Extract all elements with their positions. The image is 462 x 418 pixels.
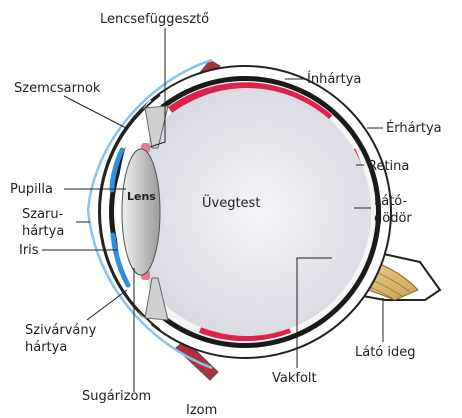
label-erhartya: Érhártya xyxy=(386,120,442,136)
label-sugarizom: Sugárizom xyxy=(82,389,151,404)
label-retina: Retina xyxy=(368,159,409,174)
label-izom: Izom xyxy=(186,403,217,418)
leader-szivarvany xyxy=(87,290,127,320)
label-inhartya: Ínhártya xyxy=(307,71,361,87)
label-uvegtest: Üvegtest xyxy=(202,194,260,211)
label-lencsefuggeszto: Lencsefüggesztő xyxy=(100,12,209,27)
label-szivarvany-1: Szivárvány xyxy=(25,323,97,338)
label-szaruhartya-2: hártya xyxy=(22,224,64,239)
label-szivarvany-2: hártya xyxy=(25,340,67,355)
label-latogodor-1: Látó- xyxy=(374,194,408,209)
label-lens: Lens xyxy=(127,190,156,203)
label-pupilla: Pupilla xyxy=(10,182,53,197)
label-lato-ideg: Látó ideg xyxy=(355,345,416,360)
label-iris: Iris xyxy=(19,243,39,258)
label-szemcsarnok: Szemcsarnok xyxy=(14,81,101,96)
lens xyxy=(122,149,160,275)
label-latogodor-2: gödör xyxy=(374,211,412,226)
label-vakfolt: Vakfolt xyxy=(272,371,317,386)
label-szaruhartya-1: Szaru- xyxy=(22,207,64,222)
leader-szemcsarnok xyxy=(64,96,126,128)
